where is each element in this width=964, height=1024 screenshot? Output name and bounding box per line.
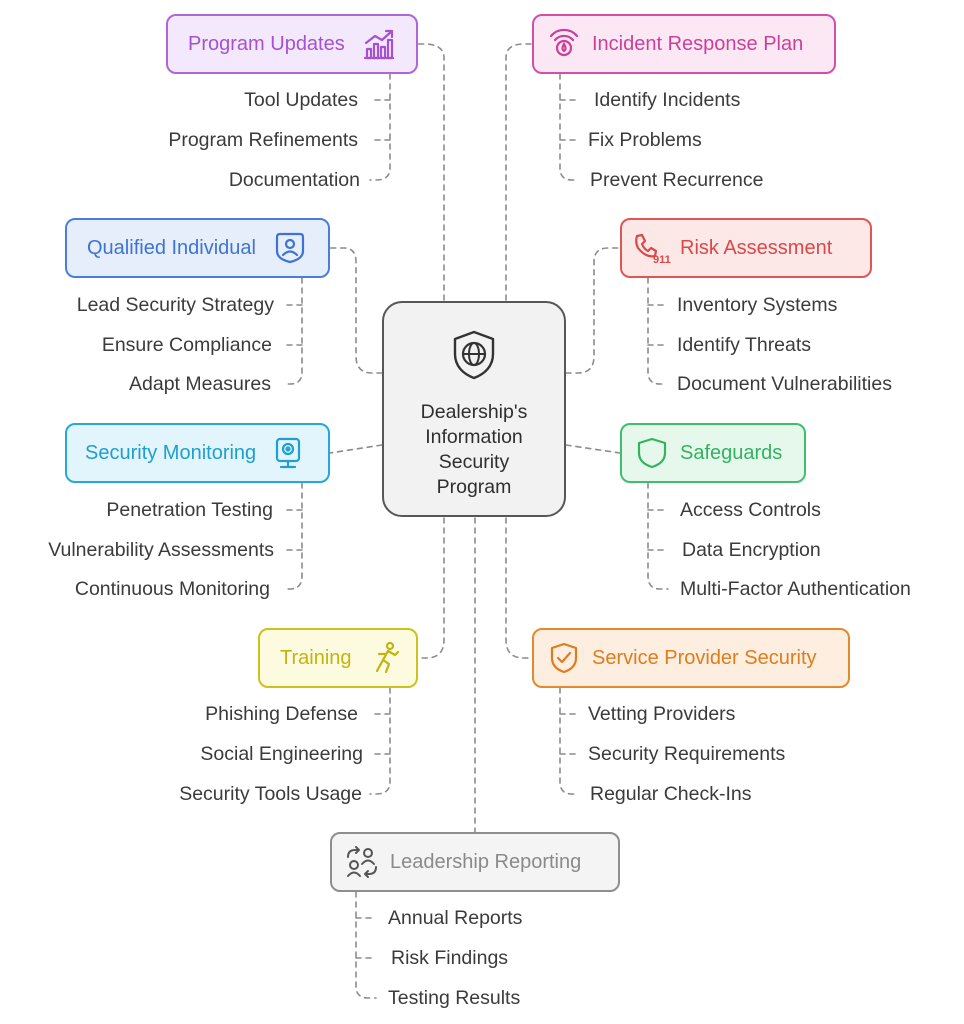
central-topic-node[interactable]: Dealership's Information Security Progra… — [382, 301, 566, 517]
item-adapt-measures: Adapt Measures — [129, 373, 271, 395]
connector-risk-assessment — [565, 247, 621, 374]
category-label: Training — [280, 646, 352, 669]
category-label: Program Updates — [188, 32, 345, 55]
connector-qualified-individual — [329, 247, 383, 374]
item-vulnerability-assessments: Vulnerability Assessments — [48, 539, 274, 561]
shield-globe-icon — [450, 329, 498, 386]
item-identify-incidents: Identify Incidents — [594, 89, 741, 111]
item-document-vulnerabilities: Document Vulnerabilities — [677, 373, 892, 395]
category-label: Risk Assessment — [680, 236, 833, 259]
item-data-encryption: Data Encryption — [682, 539, 821, 561]
item-security-tools-usage: Security Tools Usage — [179, 783, 362, 805]
svg-text:911: 911 — [653, 254, 671, 265]
item-ensure-compliance: Ensure Compliance — [101, 334, 272, 356]
connector-incident-response-plan — [505, 43, 533, 301]
category-security-monitoring[interactable]: Security Monitoring — [65, 423, 330, 483]
connector-training — [417, 517, 445, 659]
item-access-controls: Access Controls — [680, 499, 821, 521]
category-label: Leadership Reporting — [390, 850, 582, 873]
category-label: Security Monitoring — [85, 441, 257, 464]
connector-safeguards — [565, 444, 621, 454]
category-leadership-reporting[interactable]: Leadership Reporting — [330, 832, 620, 892]
category-program-updates[interactable]: Program Updates — [166, 14, 418, 74]
item-fix-problems: Fix Problems — [588, 129, 702, 151]
item-tool-updates: Tool Updates — [244, 89, 358, 111]
item-regular-check-ins: Regular Check-Ins — [590, 783, 752, 805]
connector-security-monitoring — [329, 444, 383, 454]
item-inventory-systems: Inventory Systems — [677, 294, 838, 316]
category-training[interactable]: Training — [258, 628, 418, 688]
item-testing-results: Testing Results — [388, 987, 521, 1009]
item-documentation: Documentation — [228, 169, 360, 191]
item-phishing-defense: Phishing Defense — [205, 703, 358, 725]
growth-chart-icon — [359, 24, 399, 64]
category-safeguards[interactable]: Safeguards — [620, 423, 806, 483]
people-exchange-icon — [342, 842, 382, 882]
shield-check-icon — [544, 638, 584, 678]
item-vetting-providers: Vetting Providers — [588, 703, 736, 725]
item-program-refinements: Program Refinements — [168, 129, 358, 151]
category-label: Service Provider Security — [592, 646, 817, 669]
item-multi-factor-authentication: Multi-Factor Authentication — [680, 578, 911, 600]
item-continuous-monitoring: Continuous Monitoring — [74, 578, 270, 600]
item-social-engineering: Social Engineering — [200, 743, 363, 765]
monitor-camera-icon — [268, 433, 308, 473]
category-label: Safeguards — [680, 441, 783, 464]
alarm-signal-icon — [544, 24, 584, 64]
item-lead-security-strategy: Lead Security Strategy — [76, 294, 274, 316]
category-risk-assessment[interactable]: 911 Risk Assessment — [620, 218, 872, 278]
category-incident-response-plan[interactable]: Incident Response Plan — [532, 14, 836, 74]
item-risk-findings: Risk Findings — [391, 947, 509, 969]
item-identify-threats: Identify Threats — [677, 334, 812, 356]
category-label: Qualified Individual — [87, 236, 256, 259]
item-prevent-recurrence: Prevent Recurrence — [590, 169, 764, 191]
category-label: Incident Response Plan — [592, 32, 804, 55]
item-security-requirements: Security Requirements — [588, 743, 786, 765]
connector-program-updates — [417, 43, 445, 301]
emergency-911-icon: 911 — [632, 228, 672, 268]
category-qualified-individual[interactable]: Qualified Individual — [65, 218, 330, 278]
item-annual-reports: Annual Reports — [388, 907, 523, 929]
running-person-icon — [366, 638, 406, 678]
shield-icon — [632, 433, 672, 473]
person-badge-icon — [270, 228, 310, 268]
connector-service-provider-security — [505, 517, 533, 659]
category-service-provider-security[interactable]: Service Provider Security — [532, 628, 850, 688]
item-penetration-testing: Penetration Testing — [106, 499, 273, 521]
central-topic-title: Dealership's Information Security Progra… — [420, 401, 528, 498]
